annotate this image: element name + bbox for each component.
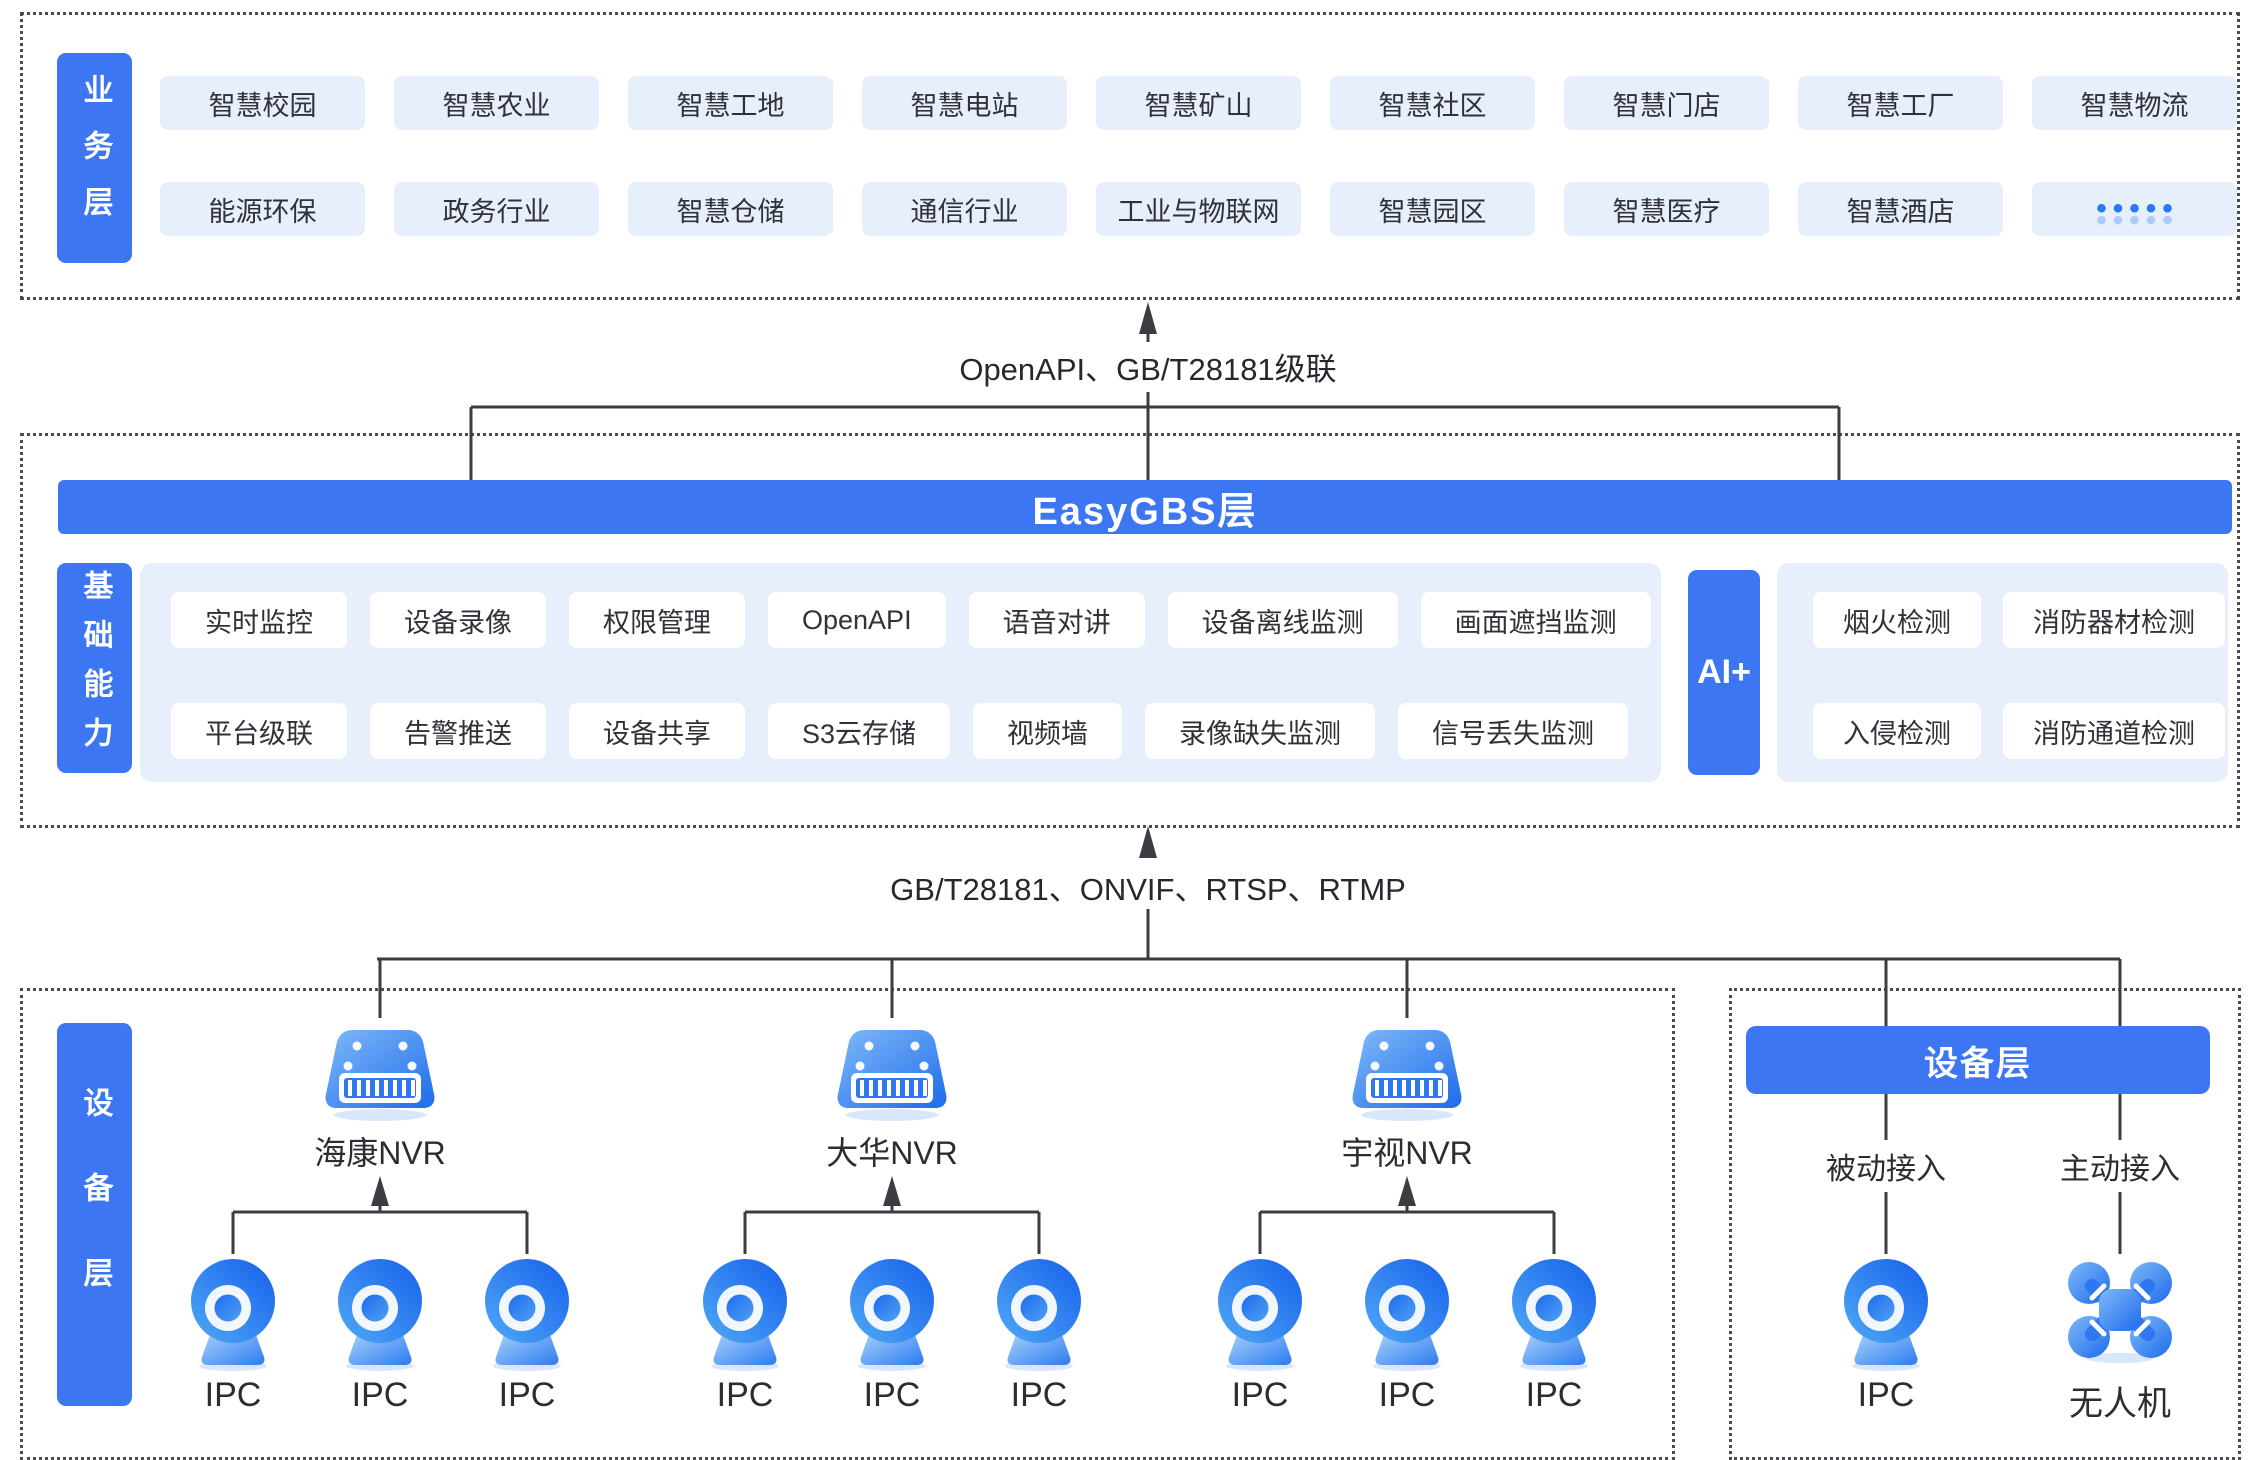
easygbs-banner-text: EasyGBS层 — [1032, 490, 1258, 533]
business-layer-label-text: 业务层 — [78, 74, 112, 242]
capability-chip: 设备录像 — [370, 592, 546, 648]
ipc-label: IPC — [863, 1376, 921, 1414]
business-chip: 工业与物联网 — [1096, 182, 1301, 236]
capability-chip: S3云存储 — [768, 703, 951, 759]
business-chip-row-2: 能源环保 政务行业 智慧仓储 通信行业 工业与物联网 智慧园区 智慧医疗 智慧酒… — [160, 182, 2237, 236]
ai-chip-row-2: 入侵检测 消防通道检测 — [1813, 703, 2225, 759]
capability-chip: 平台级联 — [171, 703, 347, 759]
capability-chip: 视频墙 — [973, 703, 1123, 759]
capability-chip-row-2: 平台级联 告警推送 设备共享 S3云存储 视频墙 录像缺失监测 信号丢失监测 — [171, 703, 1629, 759]
business-chip: 通信行业 — [862, 182, 1067, 236]
ipc-camera-icon — [1208, 1254, 1312, 1372]
ipc-camera-icon — [693, 1254, 797, 1372]
ai-chip-row-1: 烟火检测 消防器材检测 — [1813, 592, 2225, 648]
capability-label-text: 基础能力 — [78, 570, 112, 766]
capability-label: 基础能力 — [57, 563, 132, 773]
ipc-label: IPC — [351, 1376, 409, 1414]
business-chip: 智慧农业 — [394, 76, 599, 130]
business-chip: 智慧物流 — [2032, 76, 2237, 130]
business-chip: 智慧园区 — [1330, 182, 1535, 236]
business-chip: 智慧社区 — [1330, 76, 1535, 130]
ipc-label: IPC — [1378, 1376, 1436, 1414]
ipc-camera-icon — [840, 1254, 944, 1372]
business-chip: 智慧校园 — [160, 76, 365, 130]
ai-plus-label: AI+ — [1688, 570, 1760, 775]
nvr-label: 海康NVR — [314, 1135, 446, 1171]
ipc-label: IPC — [1010, 1376, 1068, 1414]
capability-chip: 信号丢失监测 — [1398, 703, 1629, 759]
business-more-chip: ••••• — [2032, 182, 2237, 236]
capability-chip-row-1: 实时监控 设备录像 权限管理 OpenAPI 语音对讲 设备离线监测 画面遮挡监… — [171, 592, 1651, 648]
capability-chip: OpenAPI — [768, 592, 946, 648]
device-layer-banner-text: 设备层 — [1924, 1044, 2032, 1083]
business-layer-box — [20, 12, 2240, 300]
nvr-label: 宇视NVR — [1341, 1135, 1473, 1171]
active-access-label: 主动接入 — [2054, 1144, 2186, 1188]
capability-chip: 画面遮挡监测 — [1420, 592, 1651, 648]
drone-label: 无人机 — [2069, 1385, 2171, 1423]
ipc-label: IPC — [204, 1376, 262, 1414]
business-chip: 智慧酒店 — [1798, 182, 2003, 236]
ipc-camera-icon — [987, 1254, 1091, 1372]
ai-chip: 入侵检测 — [1813, 703, 1981, 759]
ai-chip: 消防器材检测 — [2003, 592, 2225, 648]
ipc-camera-icon — [181, 1254, 285, 1372]
capability-chip: 设备共享 — [569, 703, 745, 759]
business-chip: 政务行业 — [394, 182, 599, 236]
business-layer-label: 业务层 — [57, 53, 132, 263]
drone-icon — [2062, 1256, 2178, 1364]
ipc-camera-icon — [475, 1254, 579, 1372]
business-chip: 能源环保 — [160, 182, 365, 236]
top-link-label: OpenAPI、GB/T28181级联 — [949, 344, 1347, 389]
device-layer-label: 设备层 — [57, 1023, 132, 1406]
business-chip: 智慧矿山 — [1096, 76, 1301, 130]
business-chip: 智慧门店 — [1564, 76, 1769, 130]
capability-chip: 语音对讲 — [968, 592, 1145, 648]
nvr-icon — [827, 1018, 957, 1122]
capability-chip: 权限管理 — [569, 592, 745, 648]
more-dots-icon: ••••• — [2096, 192, 2179, 225]
ipc-label: IPC — [498, 1376, 556, 1414]
passive-access-label: 被动接入 — [1820, 1144, 1952, 1188]
business-chip: 智慧仓储 — [628, 182, 833, 236]
ai-plus-label-text: AI+ — [1697, 653, 1751, 691]
business-chip-row-1: 智慧校园 智慧农业 智慧工地 智慧电站 智慧矿山 智慧社区 智慧门店 智慧工厂 … — [160, 76, 2237, 130]
ipc-camera-icon — [1355, 1254, 1459, 1372]
business-chip: 智慧医疗 — [1564, 182, 1769, 236]
device-layer-banner: 设备层 — [1746, 1026, 2210, 1094]
business-chip: 智慧工地 — [628, 76, 833, 130]
ipc-label: IPC — [1525, 1376, 1583, 1414]
ipc-label: IPC — [1231, 1376, 1289, 1414]
bottom-link-label: GB/T28181、ONVIF、RTSP、RTMP — [880, 864, 1416, 909]
ipc-label: IPC — [1857, 1376, 1915, 1414]
ipc-camera-icon — [328, 1254, 432, 1372]
nvr-icon — [1342, 1018, 1472, 1122]
ipc-label: IPC — [716, 1376, 774, 1414]
ai-chip: 烟火检测 — [1813, 592, 1981, 648]
nvr-icon — [315, 1018, 445, 1122]
capability-chip: 录像缺失监测 — [1145, 703, 1376, 759]
capability-chip: 实时监控 — [171, 592, 347, 648]
business-chip: 智慧工厂 — [1798, 76, 2003, 130]
device-layer-label-text: 设备层 — [78, 1087, 112, 1342]
easygbs-banner: EasyGBS层 — [58, 480, 2232, 534]
ipc-camera-icon — [1834, 1254, 1938, 1372]
business-chip: 智慧电站 — [862, 76, 1067, 130]
ipc-camera-icon — [1502, 1254, 1606, 1372]
capability-chip: 设备离线监测 — [1167, 592, 1398, 648]
capability-chip: 告警推送 — [370, 703, 546, 759]
ai-chip: 消防通道检测 — [2003, 703, 2225, 759]
nvr-label: 大华NVR — [826, 1135, 958, 1171]
